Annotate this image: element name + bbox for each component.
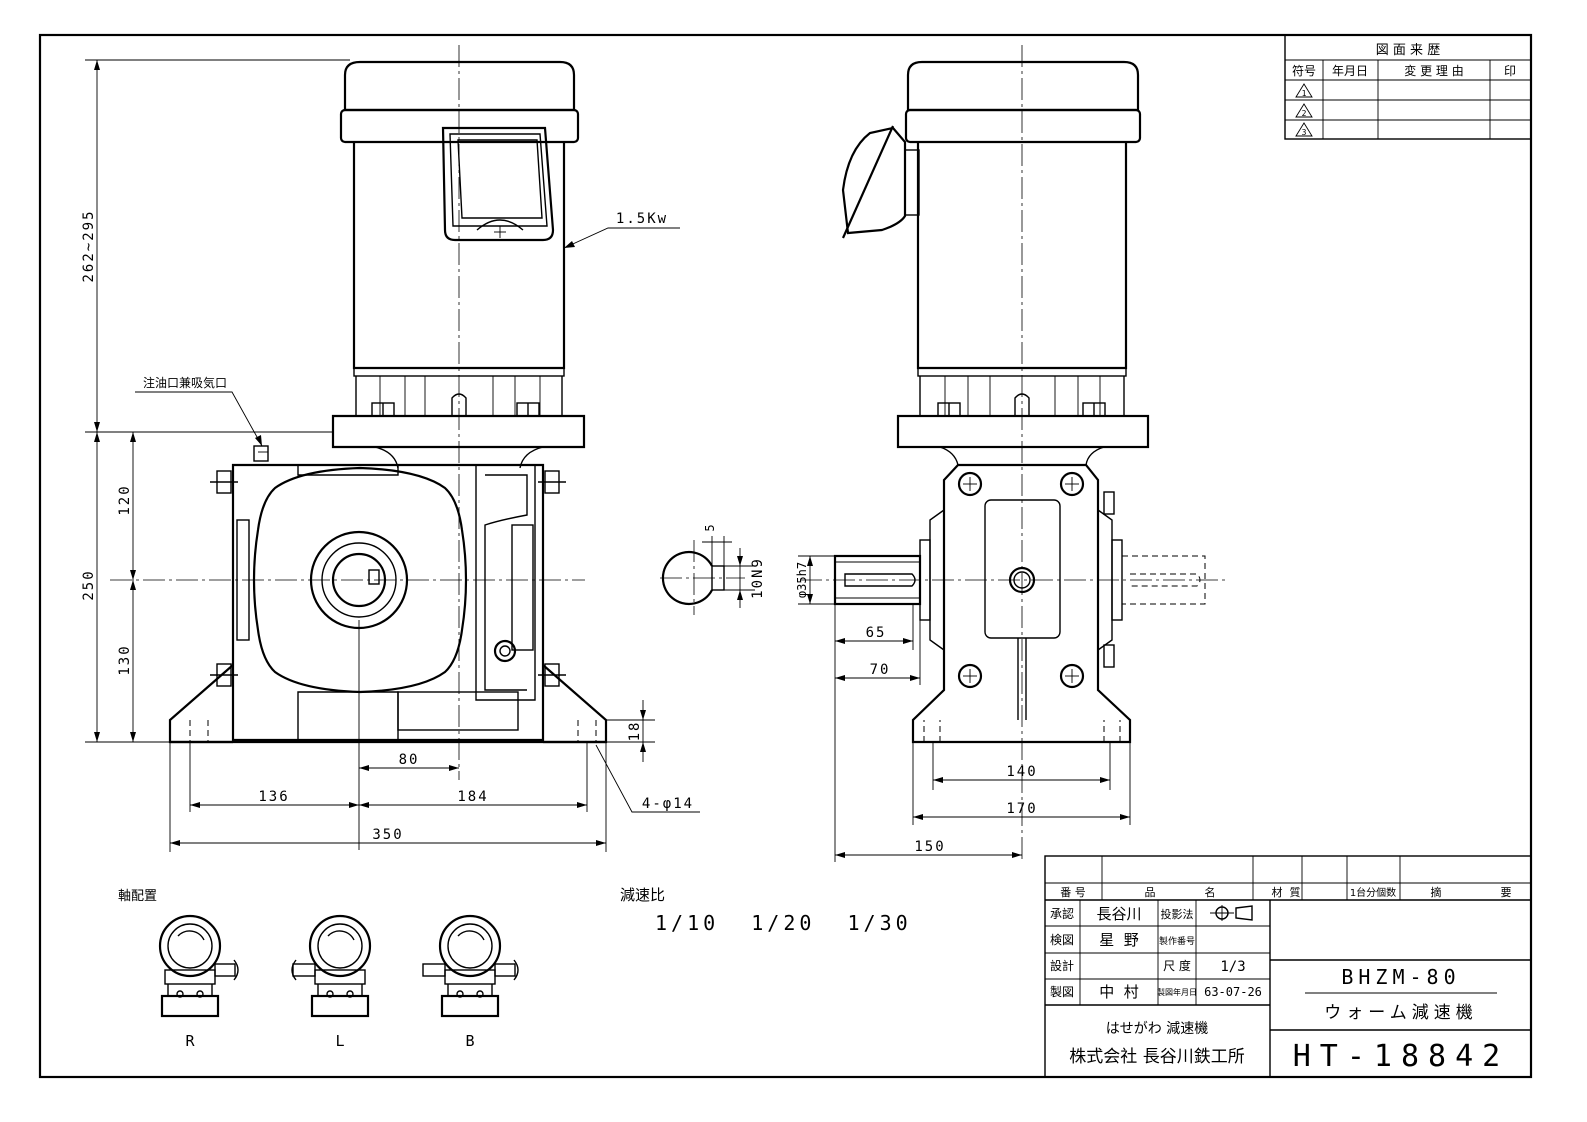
revision-mark-1: 1 xyxy=(1295,83,1313,98)
dim-center-offset: 80 xyxy=(399,752,420,768)
terminal-box xyxy=(441,126,555,242)
svg-text:1: 1 xyxy=(1302,89,1307,98)
tb-scale-label: 尺 度 xyxy=(1163,958,1191,973)
dim-shaft-65: 65 xyxy=(866,625,887,641)
dim-right-span: 184 xyxy=(457,789,488,805)
revision-header-reason: 変 更 理 由 xyxy=(1404,63,1463,78)
shaft-label-l: L xyxy=(335,1032,344,1050)
tb-drawn-name: 中 村 xyxy=(1099,983,1139,1001)
shaft-layout-b xyxy=(422,914,519,1018)
front-view: 262~295 120 250 130 18 80 13 xyxy=(81,45,700,852)
projection-symbol-icon xyxy=(1210,905,1253,921)
tb-header-material: 材 質 xyxy=(1272,885,1301,899)
dim-holes: 4-φ14 xyxy=(642,796,694,812)
shaft-layout: 軸配置 xyxy=(118,889,519,1050)
dim-center-150: 150 xyxy=(914,839,945,855)
dim-body-height: 250 xyxy=(81,569,97,600)
drawing-frame xyxy=(38,33,1533,1079)
tb-design-label: 設計 xyxy=(1050,958,1074,973)
tb-scale-value: 1/3 xyxy=(1220,959,1245,975)
shaft-layout-title: 軸配置 xyxy=(118,889,157,904)
tb-company: 株式会社 長谷川鉄工所 xyxy=(1069,1047,1244,1067)
shaft-label-r: R xyxy=(185,1032,195,1050)
svg-text:3: 3 xyxy=(1302,128,1307,137)
tb-header-note1: 摘 xyxy=(1431,885,1442,899)
tb-header-product: 品 xyxy=(1145,886,1156,899)
motor-power-label: 1.5Kw xyxy=(616,211,668,227)
shaft-layout-l xyxy=(291,914,372,1018)
tb-drawing-number: HT-18842 xyxy=(1293,1039,1510,1074)
revision-mark-3: 3 xyxy=(1295,122,1313,137)
motor-flange xyxy=(331,414,586,449)
dim-base-inner: 140 xyxy=(1006,764,1037,780)
revision-table-title: 図 面 来 歴 xyxy=(1376,43,1440,58)
side-dimensions: φ35h7 65 70 140 170 xyxy=(795,555,1131,862)
ratio-title: 減速比 xyxy=(620,886,665,904)
revision-header-mark: 符号 xyxy=(1292,63,1316,78)
dim-lower-height: 130 xyxy=(117,644,133,675)
side-view: φ35h7 65 70 140 170 xyxy=(795,45,1225,862)
dim-overall-height: 262~295 xyxy=(81,209,97,282)
dim-base-thickness: 18 xyxy=(627,721,643,742)
dim-shaft-70: 70 xyxy=(870,662,891,678)
tb-header-number: 番 号 xyxy=(1060,886,1086,899)
tb-header-note2: 要 xyxy=(1501,886,1512,899)
shaft-layout-r xyxy=(158,914,239,1018)
tb-brand: はせがわ 減速機 xyxy=(1106,1020,1208,1037)
revision-header-seal: 印 xyxy=(1504,64,1516,78)
dim-left-span: 136 xyxy=(258,789,289,805)
keyway-depth: 5 xyxy=(703,524,717,531)
tb-checked-label: 検図 xyxy=(1050,933,1074,947)
tb-approved-label: 承認 xyxy=(1050,906,1074,921)
gearbox-side xyxy=(833,463,1206,744)
revision-table: 図 面 来 歴 符号 年月日 変 更 理 由 印 1 2 3 xyxy=(1284,34,1532,140)
tb-drawn-label: 製図 xyxy=(1050,985,1074,999)
revision-header-date: 年月日 xyxy=(1332,64,1368,78)
ratio-values: 1/10 1/20 1/30 xyxy=(655,911,912,935)
front-dimensions: 262~295 120 250 130 18 80 13 xyxy=(81,59,700,852)
keyway-width: 10N9 xyxy=(750,557,766,599)
oil-port-label: 注油口兼吸気口 xyxy=(143,375,227,390)
tb-header-name: 名 xyxy=(1205,885,1216,899)
tb-prodno-label: 製作番号 xyxy=(1159,935,1195,947)
tb-model: BHZM-80 xyxy=(1341,965,1460,989)
dim-upper-height: 120 xyxy=(117,484,133,515)
shaft-label-b: B xyxy=(465,1032,474,1050)
tb-approved-name: 長谷川 xyxy=(1096,905,1141,923)
terminal-box-side xyxy=(841,125,920,239)
tb-header-qty: 1台分個数 xyxy=(1350,886,1396,899)
gearbox-housing xyxy=(168,445,608,744)
dim-shaft-dia: φ35h7 xyxy=(795,562,809,598)
tb-date-value: 63-07-26 xyxy=(1204,985,1262,999)
svg-text:2: 2 xyxy=(1302,109,1307,118)
tb-checked-name: 星 野 xyxy=(1099,931,1139,949)
keyway-detail: 5 10N9 xyxy=(660,524,766,615)
revision-mark-2: 2 xyxy=(1295,103,1313,118)
motor-fan-cover xyxy=(343,60,576,112)
dim-base-outer: 170 xyxy=(1006,801,1037,817)
tb-product-name: ウォーム減速機 xyxy=(1324,1003,1478,1023)
tb-projection-label: 投影法 xyxy=(1161,907,1194,921)
title-block: 番 号 品 名 材 質 1台分個数 摘 要 承認 長谷川 投影法 検図 星 野 … xyxy=(1044,855,1532,1078)
reduction-ratio: 減速比 1/10 1/20 1/30 xyxy=(620,886,912,935)
dim-total-width: 350 xyxy=(372,827,403,843)
tb-date-label: 製図年月日 xyxy=(1157,987,1197,997)
